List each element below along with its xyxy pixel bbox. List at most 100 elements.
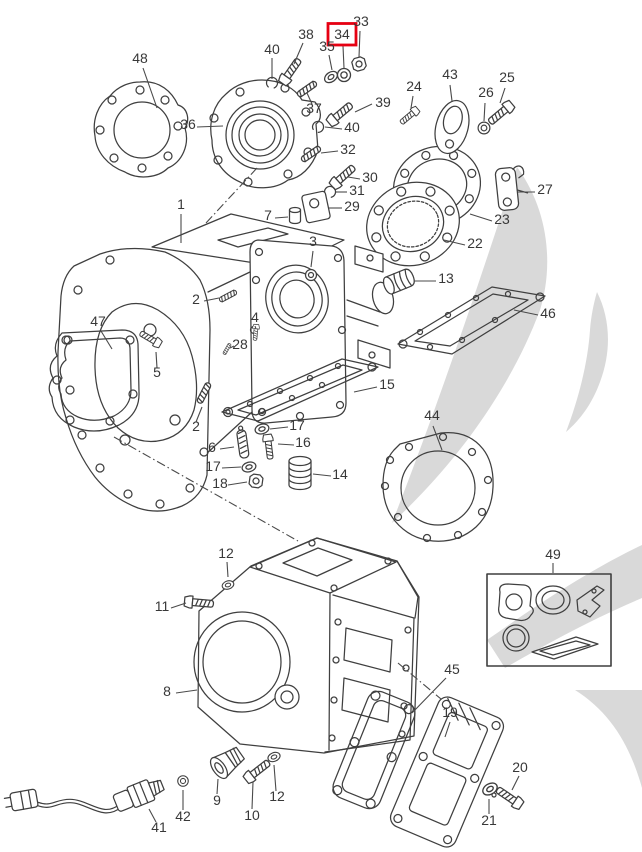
- callout-48[interactable]: 48: [132, 50, 148, 66]
- callout-9[interactable]: 9: [213, 792, 221, 808]
- part-22-bearing-retainer: [366, 181, 460, 267]
- callout-17-a[interactable]: 17: [289, 417, 305, 433]
- callout-16[interactable]: 16: [295, 434, 311, 450]
- washer-21: [480, 779, 500, 799]
- callout-40-mid[interactable]: 40: [344, 119, 360, 135]
- callout-7[interactable]: 7: [264, 207, 272, 223]
- callout-15[interactable]: 15: [379, 376, 395, 392]
- callout-2-upper[interactable]: 2: [192, 291, 200, 307]
- part-8-lower-case: [193, 537, 420, 754]
- parts-linework: [3, 55, 612, 848]
- callout-31[interactable]: 31: [349, 182, 365, 198]
- cap-7: [288, 206, 302, 225]
- sleeve-14: [288, 455, 312, 491]
- callout-5[interactable]: 5: [153, 364, 161, 380]
- leader-lines: [100, 30, 554, 823]
- callout-1[interactable]: 1: [177, 196, 185, 212]
- part-44-gasket: [380, 431, 494, 543]
- callout-3[interactable]: 3: [309, 233, 317, 249]
- callout-38[interactable]: 38: [298, 26, 314, 42]
- callout-4[interactable]: 4: [251, 309, 259, 325]
- part-47-gasket: [48, 329, 140, 432]
- callout-18[interactable]: 18: [212, 475, 228, 491]
- assembly-axis-lines: [113, 167, 442, 700]
- washer-17-a: [253, 421, 271, 437]
- callout-28[interactable]: 28: [232, 336, 248, 352]
- stud-2-upper: [218, 288, 238, 304]
- callout-8[interactable]: 8: [163, 683, 171, 699]
- part-15-gasket: [221, 358, 379, 422]
- callout-14[interactable]: 14: [332, 466, 348, 482]
- part-41-switch: [3, 779, 165, 814]
- callout-49[interactable]: 49: [545, 546, 561, 562]
- plug-9: [209, 746, 245, 780]
- callout-23[interactable]: 23: [494, 211, 510, 227]
- part-49-gasket-kit: [486, 573, 612, 667]
- bolt-20: [493, 783, 526, 812]
- callout-22[interactable]: 22: [467, 235, 483, 251]
- part-27-bracket: [494, 165, 529, 211]
- bolt-10: [241, 756, 274, 786]
- callout-36[interactable]: 36: [180, 116, 196, 132]
- part-48-gasket: [93, 81, 189, 178]
- callout-45[interactable]: 45: [444, 661, 460, 677]
- callout-44[interactable]: 44: [424, 407, 440, 423]
- bolt-16: [261, 433, 276, 461]
- callout-6[interactable]: 6: [208, 439, 216, 455]
- oring-42: [177, 775, 189, 787]
- callout-46[interactable]: 46: [540, 305, 556, 321]
- callout-32[interactable]: 32: [340, 141, 356, 157]
- callout-42[interactable]: 42: [175, 808, 191, 824]
- washer-34: [336, 67, 352, 83]
- nut-18: [248, 473, 264, 489]
- callout-43[interactable]: 43: [442, 66, 458, 82]
- callout-26[interactable]: 26: [478, 84, 494, 100]
- washer-17-b: [240, 459, 258, 475]
- part-1-upper-case: [57, 213, 395, 512]
- stud-28: [222, 342, 232, 356]
- spring-6: [236, 425, 250, 459]
- callout-30[interactable]: 30: [362, 169, 378, 185]
- watermark-swoosh: [392, 167, 642, 788]
- oring-26: [477, 121, 491, 135]
- callout-21[interactable]: 21: [481, 812, 497, 828]
- part-13-plug: [382, 268, 415, 295]
- callout-19[interactable]: 19: [442, 704, 458, 720]
- part-45-gasket: [332, 690, 416, 810]
- callout-24[interactable]: 24: [406, 78, 422, 94]
- callout-37[interactable]: 37: [306, 100, 322, 116]
- callout-47[interactable]: 47: [90, 313, 106, 329]
- plate-29: [301, 190, 331, 224]
- callout-12-upper[interactable]: 12: [218, 545, 234, 561]
- callout-2-lower[interactable]: 2: [192, 418, 200, 434]
- callout-33[interactable]: 33: [353, 13, 369, 29]
- bolt-24: [397, 104, 422, 127]
- callouts: 48 40 38 35 34 33 36 37 39 40 32 24 43 2…: [90, 13, 561, 835]
- callout-35[interactable]: 35: [319, 38, 335, 54]
- washer-35: [321, 68, 341, 86]
- callout-12-lower[interactable]: 12: [269, 788, 285, 804]
- callout-13[interactable]: 13: [438, 270, 454, 286]
- part-43-plate: [434, 99, 470, 155]
- callout-34-highlighted[interactable]: 34: [334, 26, 350, 42]
- callout-10[interactable]: 10: [244, 807, 260, 823]
- callout-17-b[interactable]: 17: [205, 458, 221, 474]
- callout-39[interactable]: 39: [375, 94, 391, 110]
- part-19-cover: [389, 696, 505, 848]
- callout-29[interactable]: 29: [344, 198, 360, 214]
- callout-41[interactable]: 41: [151, 819, 167, 835]
- callout-11[interactable]: 11: [155, 598, 170, 614]
- bolt-25: [485, 98, 517, 128]
- callout-25[interactable]: 25: [499, 69, 515, 85]
- callout-40-top[interactable]: 40: [264, 41, 280, 57]
- callout-27[interactable]: 27: [537, 181, 553, 197]
- highlight-box-34: [326, 22, 358, 47]
- part-36-bearing-cover: [209, 79, 321, 189]
- bolt-38: [276, 55, 305, 88]
- part-46-gasket: [397, 286, 546, 355]
- nut-33: [350, 55, 368, 73]
- stud-37: [295, 79, 319, 99]
- callout-20[interactable]: 20: [512, 759, 528, 775]
